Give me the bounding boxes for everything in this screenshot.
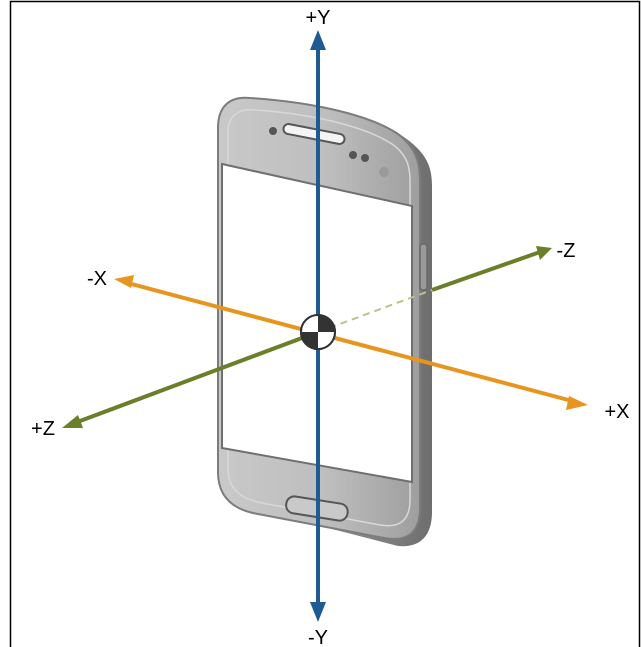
origin-quadrant-dark [318,315,335,332]
origin-quadrant-light [301,315,318,332]
origin-quadrant-dark [301,332,318,349]
origin-marker [300,314,336,350]
z-pos-arrowhead [62,415,83,428]
y-neg-label: -Y [308,627,328,647]
y-pos-arrowhead [310,30,326,50]
x-axis-line [123,280,577,404]
z-neg-arrowhead [536,246,552,260]
x-pos-label: +X [604,401,629,423]
z-neg-label: -Z [557,240,576,262]
phone-sensor-dot [349,151,357,159]
phone-earpiece [282,123,346,145]
x-pos-arrowhead [566,396,588,410]
phone-sensor-dot [361,154,369,162]
origin-outline [300,314,336,350]
phone-sensor-dot [269,127,277,135]
frame-border [9,0,641,647]
y-pos-label: +Y [305,7,330,29]
phone-front-camera [379,167,389,177]
z-axis [62,246,552,428]
z-axis-back-line [431,250,541,292]
x-neg-label: -X [87,268,107,290]
x-neg-arrowhead [114,275,134,288]
x-axis [114,275,588,410]
origin-quadrant-light [318,332,335,349]
phone-side-button [419,243,428,291]
y-neg-arrowhead [310,602,326,622]
z-axis-front-line [71,330,319,426]
z-pos-label: +Z [31,418,55,440]
phone-bezel-highlight [227,108,411,527]
z-axis-hidden-segment [317,289,433,333]
